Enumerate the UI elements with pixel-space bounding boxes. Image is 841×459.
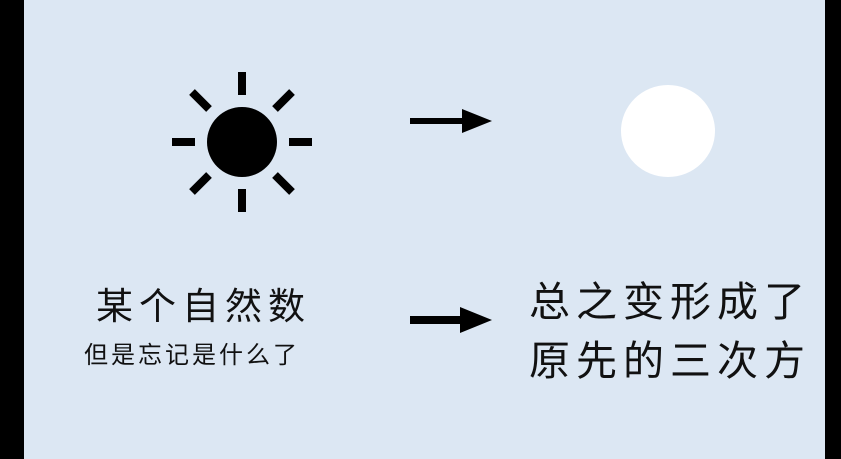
left-title: 某个自然数 bbox=[96, 285, 311, 328]
right-text-line-2: 原先的三次方 bbox=[529, 337, 811, 385]
sun-icon bbox=[172, 72, 312, 212]
left-subtitle: 但是忘记是什么了 bbox=[84, 341, 300, 369]
right-arrow-icon bbox=[410, 307, 492, 333]
meme-panel: 某个自然数 但是忘记是什么了 总之变形成了 原先的三次方 bbox=[24, 0, 825, 459]
right-arrow-icon bbox=[410, 109, 492, 133]
white-circle-icon bbox=[621, 85, 715, 177]
right-text-line-1: 总之变形成了 bbox=[529, 278, 811, 326]
